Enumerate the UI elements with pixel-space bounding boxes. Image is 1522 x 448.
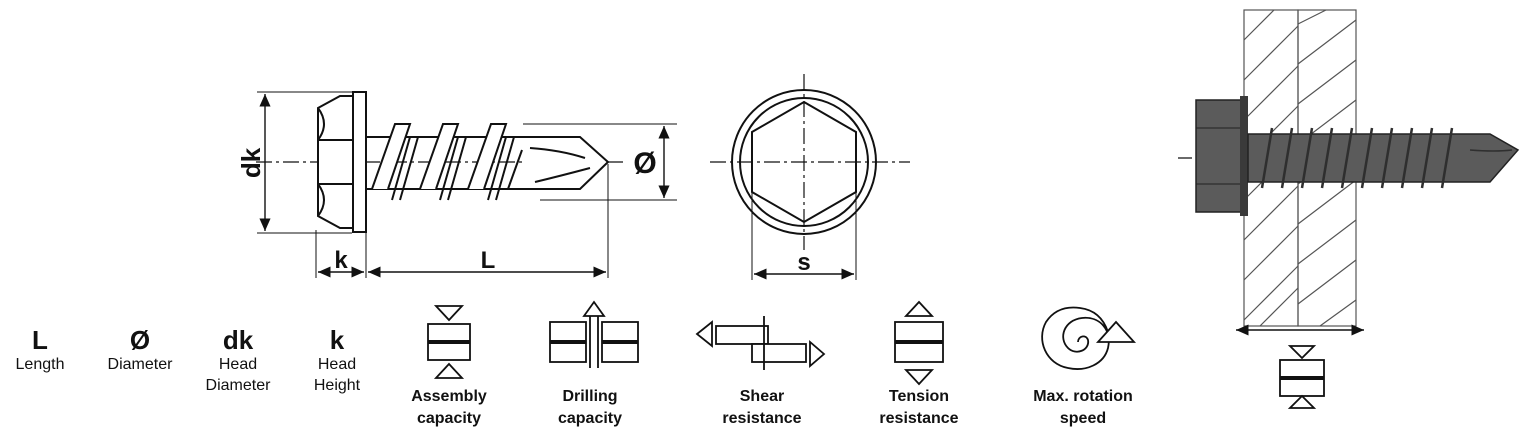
- assembly-capacity-icon: [427, 305, 471, 379]
- property-caption-line: resistance: [722, 410, 802, 427]
- k-label: k: [334, 247, 348, 274]
- legend-caption: Height: [313, 377, 361, 394]
- property-caption: Max. rotation speed: [1033, 386, 1133, 430]
- legend-symbol: Ø: [129, 325, 151, 355]
- property-caption-line: speed: [1059, 410, 1107, 427]
- screw-side-view: [256, 91, 625, 233]
- installed-view: [1178, 9, 1520, 336]
- property-caption: Assembly capacity: [411, 386, 487, 430]
- property-caption-line: resistance: [879, 410, 959, 427]
- legend-caption: Diameter: [107, 356, 173, 373]
- property-caption-line: Max. rotation: [1033, 388, 1133, 405]
- drilling-capacity-icon: [549, 300, 639, 368]
- diameter-label: Ø: [633, 147, 656, 180]
- screw-top-view: [710, 74, 910, 280]
- legend-symbol: k: [329, 325, 345, 355]
- property-caption-line: Shear: [739, 388, 785, 405]
- max-rotation-speed-icon: [1041, 306, 1137, 370]
- dk-label: dk: [236, 147, 266, 178]
- legend-symbol: L: [32, 325, 48, 355]
- property-caption-line: Assembly: [411, 388, 487, 405]
- property-caption-line: capacity: [557, 410, 623, 427]
- property-caption: Shear resistance: [722, 386, 801, 430]
- s-label: s: [797, 249, 810, 276]
- property-caption-line: capacity: [416, 410, 482, 427]
- property-caption-line: Tension: [888, 388, 950, 405]
- property-caption-line: Drilling: [562, 388, 618, 405]
- length-label: L: [481, 247, 496, 274]
- property-caption: Tension resistance: [879, 386, 958, 430]
- legend-symbol: dk: [222, 325, 254, 355]
- property-caption: Drilling capacity: [558, 386, 622, 430]
- legend-caption: Length: [15, 356, 65, 373]
- legend-caption: Head: [218, 356, 258, 373]
- tension-resistance-icon: [894, 300, 944, 386]
- shear-resistance-icon: [695, 316, 826, 370]
- legend-caption: Diameter: [205, 377, 271, 394]
- clamping-capacity-icon: [1279, 345, 1325, 409]
- dimension-lines: [257, 91, 677, 278]
- legend-caption: Head: [317, 356, 357, 373]
